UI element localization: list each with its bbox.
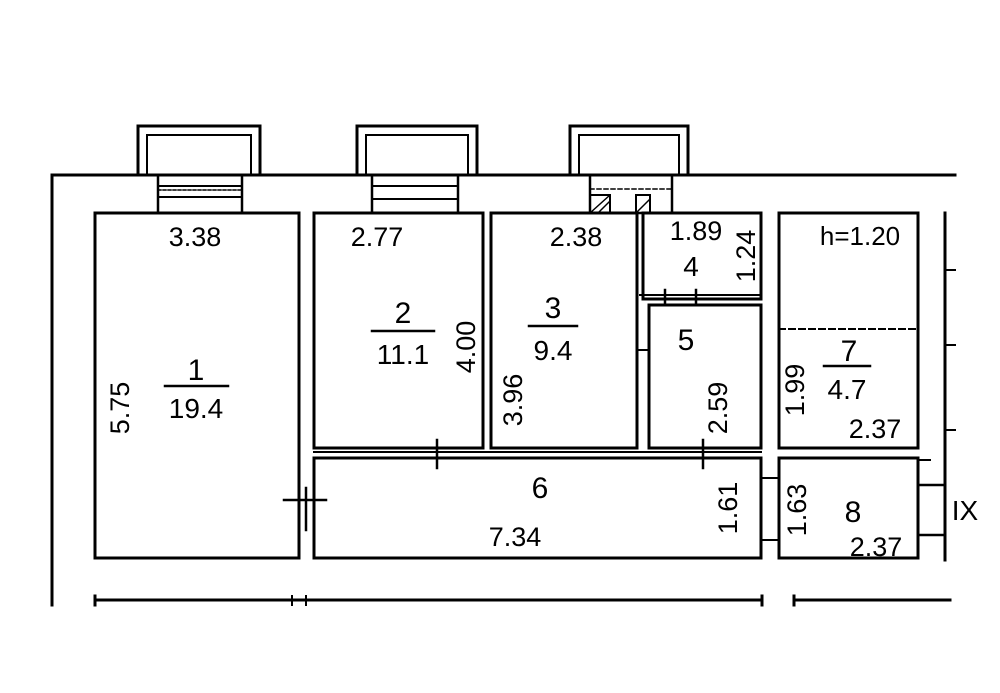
room-2-side-dimension: 4.00 bbox=[451, 321, 481, 374]
room-3-outline bbox=[489, 211, 639, 450]
area-fraction-bars bbox=[163, 324, 872, 388]
window-2 bbox=[370, 173, 460, 215]
bottom-dimension-lines bbox=[93, 594, 952, 607]
room-6-side-dimension: 1.61 bbox=[713, 482, 743, 535]
axis-label: IX bbox=[952, 495, 979, 526]
room-2-top-dimension: 2.77 bbox=[351, 222, 404, 252]
room-1-side-dimension: 5.75 bbox=[105, 382, 135, 435]
right-wall bbox=[916, 211, 956, 562]
room-4-side-dimension: 1.24 bbox=[731, 230, 761, 283]
room-5-number: 5 bbox=[678, 324, 695, 357]
room-2-outline bbox=[312, 211, 485, 450]
room-3-side-dimension: 3.96 bbox=[498, 374, 528, 427]
room-3-top-dimension: 2.38 bbox=[550, 222, 603, 252]
balcony-1 bbox=[136, 124, 262, 177]
balcony-2 bbox=[355, 124, 479, 177]
window-1 bbox=[156, 173, 244, 215]
room-8-bottom-dimension: 2.37 bbox=[850, 532, 903, 562]
room-2-area: 11.1 bbox=[377, 339, 429, 370]
room-4-outline bbox=[641, 211, 763, 301]
room-2-number: 2 bbox=[395, 297, 412, 330]
room-1-number: 1 bbox=[188, 354, 205, 387]
room-6-bottom-dimension: 7.34 bbox=[489, 522, 542, 552]
room-8-side-dimension: 1.63 bbox=[782, 484, 812, 537]
room-4-top-dimension: 1.89 bbox=[670, 216, 723, 246]
room-3-area: 9.4 bbox=[534, 335, 573, 366]
room-7-area: 4.7 bbox=[828, 374, 867, 405]
room-5-outline bbox=[647, 303, 763, 450]
room-1-outline bbox=[93, 211, 301, 560]
room-5-side-dimension: 2.59 bbox=[703, 382, 733, 435]
room-7-bottom-dimension: 2.37 bbox=[849, 414, 902, 444]
room-1-top-dimension: 3.38 bbox=[169, 222, 222, 252]
room-3-number: 3 bbox=[545, 292, 562, 325]
door-marks bbox=[282, 288, 931, 542]
window-3 bbox=[588, 173, 674, 215]
room-8-number: 8 bbox=[845, 496, 862, 529]
room-6-number: 6 bbox=[532, 472, 549, 505]
room-7-number: 7 bbox=[841, 335, 858, 368]
room-6-outline bbox=[312, 456, 763, 560]
room-7-side-dimension: 1.99 bbox=[780, 364, 810, 417]
room-7-outline bbox=[777, 211, 920, 450]
room-1-area: 19.4 bbox=[169, 393, 224, 424]
room-4-number: 4 bbox=[683, 251, 699, 282]
balcony-3 bbox=[568, 124, 690, 177]
height-note: h=1.20 bbox=[820, 221, 900, 251]
